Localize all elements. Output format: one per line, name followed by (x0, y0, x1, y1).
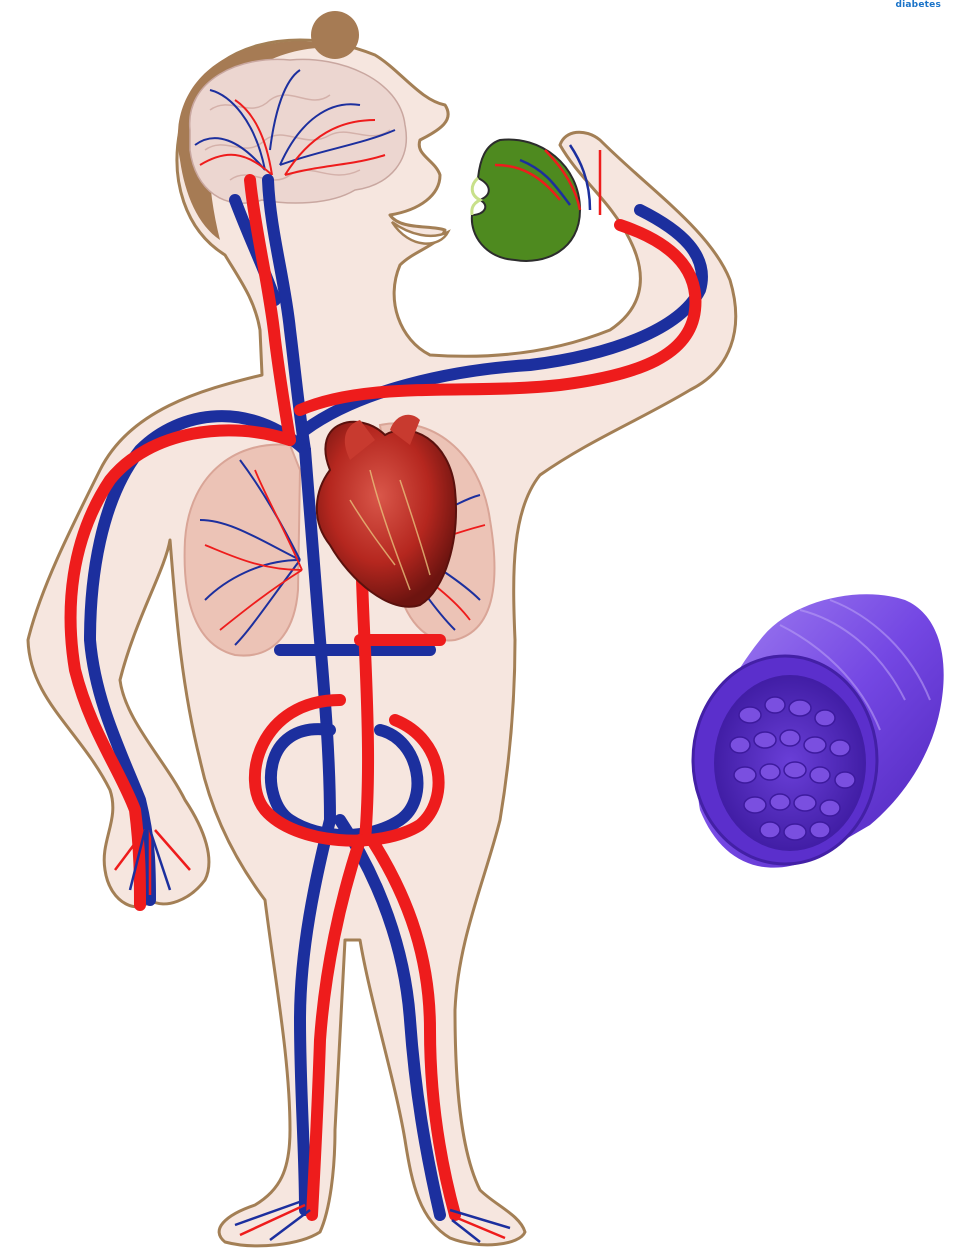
apple-icon (472, 139, 580, 260)
watermark-text: diabetes (895, 0, 941, 10)
brain-icon (190, 59, 407, 203)
blood-vessel-cross-section-icon (693, 594, 944, 867)
hair-bun (311, 11, 359, 59)
